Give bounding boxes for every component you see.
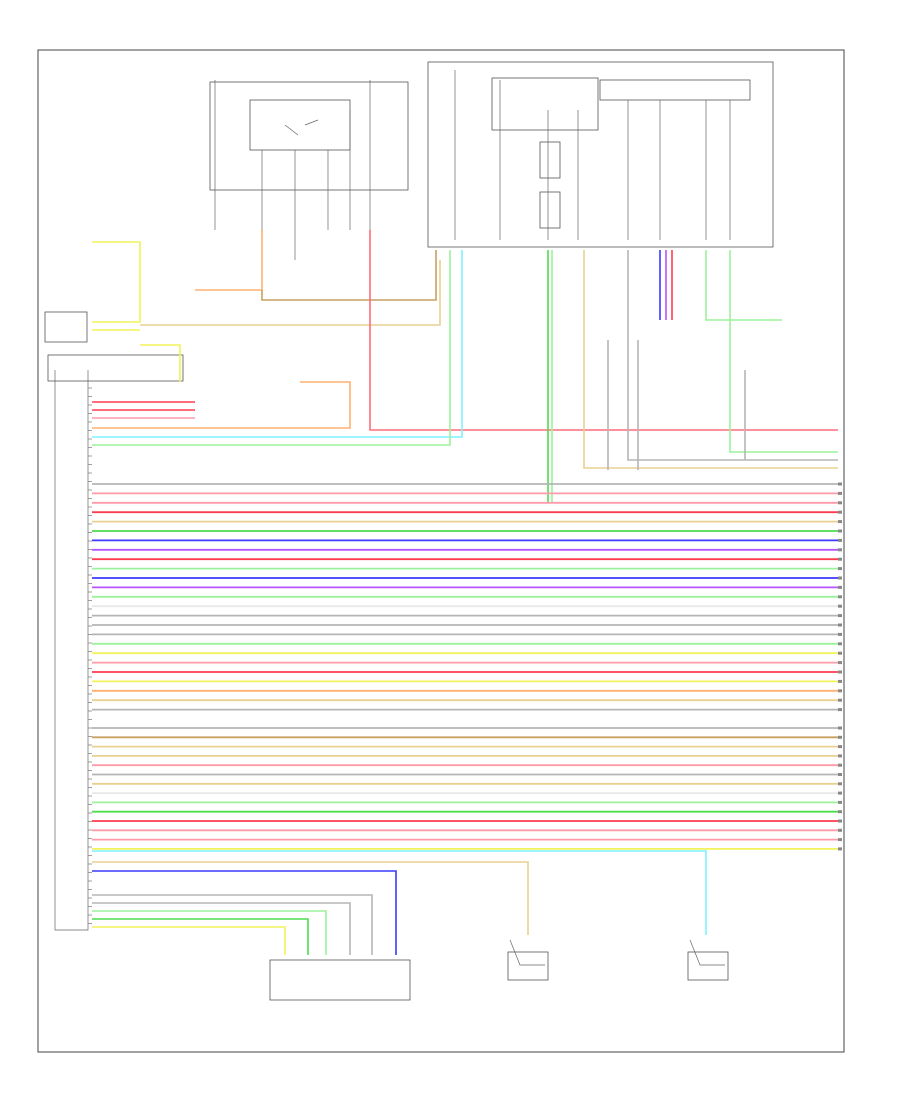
- wire-ltgreen-module: [705, 250, 782, 321]
- control-module: [427, 61, 774, 248]
- upper-bus-pin: [838, 538, 842, 542]
- upper-bus-pin: [838, 651, 842, 655]
- upper-bus-pin: [838, 520, 842, 524]
- lower-bus-pin: [838, 763, 842, 767]
- wire-blue-bottom: [92, 870, 397, 955]
- upper-bus-pin: [838, 595, 842, 599]
- wire-bus-upper: [92, 482, 842, 712]
- lower-bus-pin: [838, 791, 842, 795]
- wire-bus-lower: [92, 726, 842, 851]
- lower-bus-pin: [838, 745, 842, 749]
- lower-bus-pin: [838, 782, 842, 786]
- switch-box-1: [507, 951, 549, 981]
- lower-bus-pin: [838, 838, 842, 842]
- lower-bus-pin: [838, 800, 842, 804]
- upper-bus-pin: [838, 567, 842, 571]
- left-sensor-box: [44, 311, 88, 343]
- upper-bus-pin: [838, 670, 842, 674]
- bottom-branches: [92, 850, 729, 1001]
- upper-bus-pin: [838, 482, 842, 486]
- wire-yellow-left: [92, 241, 141, 323]
- wire-orange-relay: [195, 230, 263, 291]
- upper-bus-pin: [838, 576, 842, 580]
- lower-bus-pin: [838, 828, 842, 832]
- left-connector-body: [44, 311, 184, 931]
- upper-bus-pin: [838, 679, 842, 683]
- lower-bus-pin: [838, 847, 842, 851]
- wire-grey-module: [627, 250, 838, 461]
- wire-grey-bottom: [92, 902, 351, 955]
- upper-bus-pin: [838, 623, 842, 627]
- wire-tan-top: [140, 260, 441, 326]
- top-fuse-area: [209, 80, 409, 260]
- fuse-box-left: [209, 81, 409, 191]
- wire-tan-module: [583, 250, 838, 469]
- wire-ltgreen-bottom: [92, 910, 327, 955]
- switch-box-2: [687, 951, 729, 981]
- upper-bus-pin: [838, 491, 842, 495]
- wire-cyan-bottom: [92, 850, 707, 935]
- bottom-sensor-box: [269, 959, 411, 1001]
- module-element-1: [539, 141, 561, 179]
- relay-box: [249, 99, 351, 151]
- module-sub-box: [491, 77, 599, 131]
- upper-bus-pin: [838, 689, 842, 693]
- wire-green-top: [92, 250, 451, 446]
- upper-bus-pin: [838, 698, 842, 702]
- upper-bus-pin: [838, 632, 842, 636]
- control-module-box: [427, 61, 774, 248]
- wire-yellow-header: [140, 344, 181, 382]
- upper-bus-pin: [838, 548, 842, 552]
- lower-bus-pin: [838, 754, 842, 758]
- upper-bus-pin: [838, 642, 842, 646]
- wire-yellow-bottom: [92, 926, 286, 955]
- upper-bus-pin: [838, 604, 842, 608]
- wire-tan-bottom: [92, 861, 529, 935]
- module-connector-row: [599, 79, 751, 101]
- wire-orange-sensor: [92, 381, 351, 429]
- wire-brown-feed: [261, 250, 437, 301]
- wire-ltgreen-module-2: [729, 250, 838, 453]
- pin-labels: [88, 387, 92, 924]
- upper-bus-pin: [838, 614, 842, 618]
- lower-bus-pin: [838, 819, 842, 823]
- upper-bus-pin: [838, 585, 842, 589]
- lower-bus-pin: [838, 773, 842, 776]
- upper-bus-pin: [838, 557, 842, 561]
- lower-bus-pin: [838, 735, 842, 739]
- diagram-frame: [37, 49, 845, 1053]
- wire-grey-bottom-2: [92, 894, 373, 955]
- upper-bus-pin: [838, 708, 842, 712]
- upper-bus-pin: [838, 661, 842, 665]
- wire-pink-red-top: [369, 230, 838, 431]
- upper-wires: [92, 230, 838, 502]
- lower-bus-pin: [838, 726, 842, 730]
- upper-bus-pin: [838, 529, 842, 533]
- upper-bus-pin: [838, 501, 842, 505]
- wire-green-bottom: [92, 918, 309, 955]
- left-header-box: [47, 354, 184, 382]
- upper-bus-pin: [838, 510, 842, 514]
- wire-cyan-top: [92, 250, 463, 438]
- lower-bus-pin: [838, 810, 842, 814]
- module-element-2: [539, 191, 561, 229]
